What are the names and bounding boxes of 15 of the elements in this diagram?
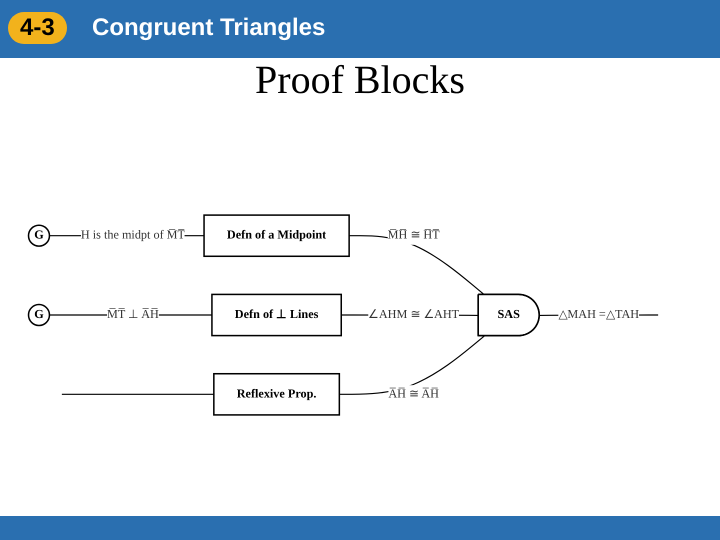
edge-label: H is the midpt of M̅T̅ (80, 228, 185, 242)
node-circle: G (28, 304, 50, 326)
edge-label: △MAH =△TAH (558, 308, 640, 322)
node-box: Defn of a Midpoint (203, 214, 350, 258)
edge-label: ∠AHM ≅ ∠AHT (368, 308, 460, 322)
node-circle: G (28, 224, 50, 247)
edge-label: A̅H̅ ≅ A̅H̅ (388, 387, 439, 400)
header-title: Congruent Triangles (92, 14, 326, 42)
node-box: Defn of ⊥ Lines (211, 294, 342, 336)
edge-label: M̅T̅ ⊥ A̅H̅ (107, 308, 159, 322)
edge-label: M̅H̅ ≅ H̅T̅ (388, 228, 440, 242)
node-box: Reflexive Prop. (213, 372, 340, 416)
connector (62, 394, 214, 395)
lesson-number: 4-3 (8, 12, 67, 44)
title: Proof Blocks (254, 56, 466, 103)
